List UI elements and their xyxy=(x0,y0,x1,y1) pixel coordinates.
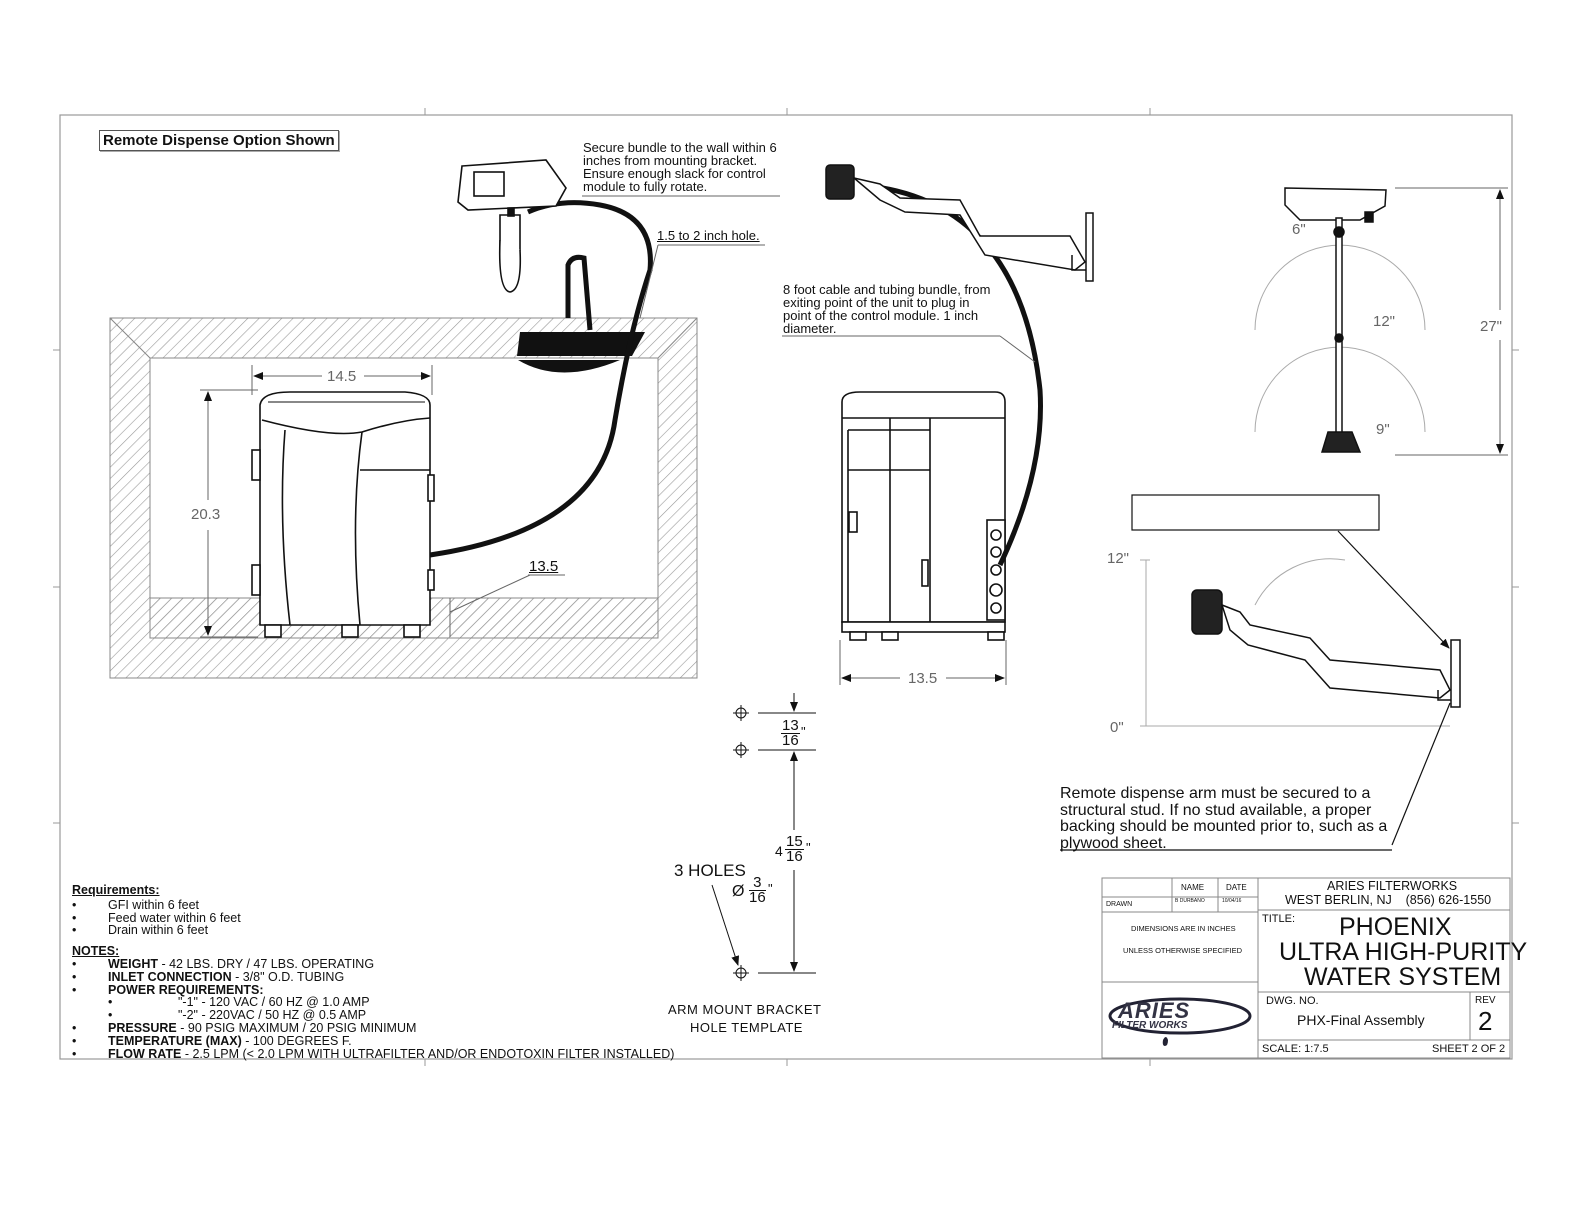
dim-side-12: 12" xyxy=(1107,550,1130,567)
requirement-item: •Feed water within 6 feet xyxy=(72,910,241,925)
remote-dispense-badge: Remote Dispense Option Shown xyxy=(99,130,339,151)
tb-dims-2: UNLESS OTHERWISE SPECIFIED xyxy=(1123,946,1243,955)
aries-logo xyxy=(1108,997,1252,1046)
tb-drawn-date: 10/04/16 xyxy=(1222,898,1242,904)
control-module xyxy=(457,159,567,293)
tb-dims-1: DIMENSIONS ARE IN INCHES xyxy=(1131,924,1236,933)
requirement-item: •Drain within 6 feet xyxy=(72,923,209,938)
dim-width-front: 14.5 xyxy=(327,368,357,385)
template-caption-2: HOLE TEMPLATE xyxy=(690,1020,803,1035)
blank-label-box xyxy=(1131,494,1380,531)
tb-col-date: DATE xyxy=(1226,883,1247,892)
cable-note: 8 foot cable and tubing bundle, from exi… xyxy=(783,282,991,336)
stud-note: Remote dispense arm must be secured to a… xyxy=(1060,785,1388,852)
note-power-1: •"-1" - 120 VAC / 60 HZ @ 1.0 AMP xyxy=(108,995,370,1010)
dim-side-0: 0" xyxy=(1110,719,1124,736)
tb-logo-filterworks: FILTER WORKS xyxy=(1112,1020,1188,1031)
tb-logo-aries: ARIES xyxy=(1118,998,1191,1023)
dim-arm-6: 6" xyxy=(1292,221,1306,238)
spacing-main-whole: 4 xyxy=(775,843,783,859)
tb-sheet: SHEET 2 OF 2 xyxy=(1432,1043,1506,1055)
requirements-notes: Requirements: •GFI within 6 feet •Feed w… xyxy=(72,884,675,1061)
title-block xyxy=(1101,877,1511,1059)
spacing-main-unit: " xyxy=(806,840,811,855)
tb-scale: SCALE: 1:7.5 xyxy=(1262,1043,1329,1055)
note-flow: •FLOW RATE - 2.5 LPM (< 2.0 LPM WITH ULT… xyxy=(72,1046,675,1061)
tb-rev: 2 xyxy=(1478,1006,1493,1036)
cabinet-view xyxy=(109,159,780,679)
arm-upper xyxy=(825,164,1094,282)
dim-depth-side: 13.5 xyxy=(908,670,938,687)
tb-rev-label: REV xyxy=(1475,995,1496,1006)
tb-company: ARIES FILTERWORKS xyxy=(1327,879,1458,893)
border-ticks xyxy=(53,108,1519,1066)
tb-title-3: WATER SYSTEM xyxy=(1304,963,1502,991)
tb-title-label: TITLE: xyxy=(1262,913,1296,925)
holes-label: 3 HOLES xyxy=(674,861,746,880)
requirements-title: Requirements: xyxy=(72,883,160,897)
unit-front xyxy=(251,391,435,638)
tb-col-name: NAME xyxy=(1181,883,1205,892)
hole-dia-symbol: Ø xyxy=(732,883,745,900)
note-power-2: •"-2" - 220VAC / 50 HZ @ 0.5 AMP xyxy=(108,1008,367,1023)
arm-rotation-view xyxy=(1254,187,1508,456)
dim-height-front: 20.3 xyxy=(191,506,221,523)
tb-address: WEST BERLIN, NJ (856) 626-1550 xyxy=(1285,893,1492,907)
tb-drawn: DRAWN xyxy=(1106,901,1133,908)
hole-2 xyxy=(733,742,749,758)
spacing-top-unit: " xyxy=(801,724,806,739)
dim-arm-12: 12" xyxy=(1373,313,1396,330)
tb-dwg-label: DWG. NO. xyxy=(1266,995,1319,1007)
note-power: •POWER REQUIREMENTS: xyxy=(72,982,264,997)
hole-note: 1.5 to 2 inch hole. xyxy=(657,228,760,243)
tb-title-1: PHOENIX xyxy=(1339,913,1452,941)
note-temperature: •TEMPERATURE (MAX) - 100 DEGREES F. xyxy=(72,1033,352,1048)
hole-3 xyxy=(733,965,749,981)
hole-dia-unit: " xyxy=(768,881,773,896)
hole-template xyxy=(711,693,816,981)
dim-clearance: 13.5 xyxy=(529,558,559,575)
side-view xyxy=(782,164,1094,685)
template-caption-1: ARM MOUNT BRACKET xyxy=(668,1002,822,1017)
hole-1 xyxy=(733,705,749,721)
tb-dwg-no: PHX-Final Assembly xyxy=(1297,1012,1425,1028)
dim-arm-9: 9" xyxy=(1376,421,1390,438)
note-pressure: •PRESSURE - 90 PSIG MAXIMUM / 20 PSIG MI… xyxy=(72,1020,417,1035)
arm-side-view xyxy=(1060,494,1461,851)
secure-bundle-note: Secure bundle to the wall within 6 inche… xyxy=(583,140,777,194)
dim-arm-27: 27" xyxy=(1480,318,1503,335)
tb-drawn-name: B DURBANO xyxy=(1175,898,1205,904)
tb-title-2: ULTRA HIGH-PURITY xyxy=(1279,938,1528,966)
notes-title: NOTES: xyxy=(72,944,120,959)
note-weight: •WEIGHT - 42 LBS. DRY / 47 LBS. OPERATIN… xyxy=(72,956,375,971)
requirement-item: •GFI within 6 feet xyxy=(72,897,200,912)
note-inlet: •INLET CONNECTION - 3/8" O.D. TUBING xyxy=(72,969,345,984)
